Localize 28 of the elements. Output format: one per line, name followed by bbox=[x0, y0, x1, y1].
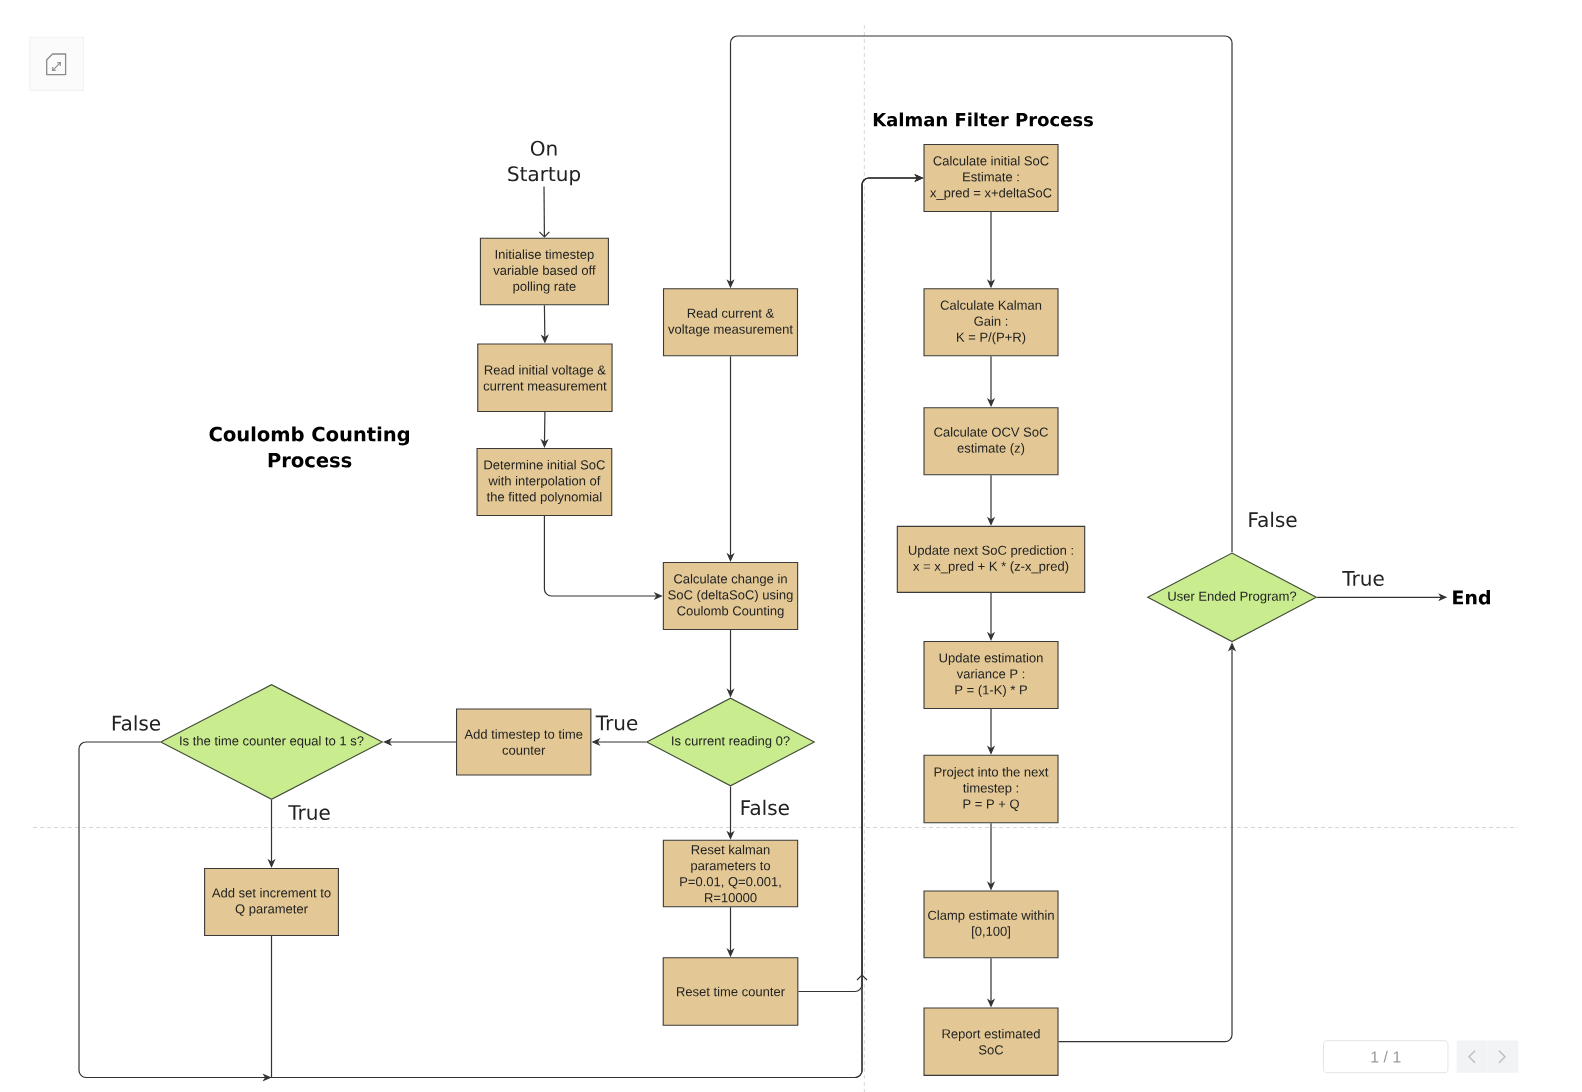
edge-label: False bbox=[1246, 510, 1299, 529]
end-label: End bbox=[1453, 589, 1490, 605]
section-title: Coulomb Counting Process bbox=[209, 426, 409, 468]
start-label: On Startup bbox=[508, 140, 581, 186]
process-box: Report estimated SoC bbox=[923, 1007, 1059, 1076]
edge-label: False bbox=[738, 798, 791, 817]
process-box: Calculate OCV SoC estimate (z) bbox=[923, 407, 1059, 476]
page-counter: 1 / 1 bbox=[1323, 1040, 1449, 1074]
process-box: Update estimation variance P : P = (1-K) * P bbox=[923, 640, 1059, 710]
process-box: Add set increment to Q parameter bbox=[204, 867, 339, 937]
edge-label: True bbox=[287, 804, 332, 821]
process-box: Add timestep to time counter bbox=[456, 708, 592, 776]
process-box: Calculate change in SoC (deltaSoC) using Coulomb Counting bbox=[662, 561, 799, 631]
process-box: Read current & voltage measurement bbox=[662, 288, 799, 357]
process-box: Clamp estimate within [0,100] bbox=[923, 890, 1059, 959]
process-box: Determine initial SoC with interpolation of the fitted polynomial bbox=[476, 447, 613, 517]
process-box: Initialise timestep variable based off polling rate bbox=[479, 237, 609, 306]
process-box: Update next SoC prediction : x = x_pred + K * (z-x_pred) bbox=[896, 525, 1086, 593]
section-title: Kalman Filter Process bbox=[873, 112, 1093, 127]
process-box: Project into the next timestep : P = P + Q bbox=[923, 754, 1059, 824]
process-box: Calculate Kalman Gain : K = P/(P+R) bbox=[923, 288, 1059, 357]
edge-label: True bbox=[594, 714, 640, 732]
process-box: Read initial voltage & current measurement bbox=[477, 343, 613, 413]
process-box: Reset time counter bbox=[662, 957, 799, 1026]
edge-label: True bbox=[1341, 570, 1386, 587]
arrow bbox=[538, 185, 550, 238]
process-box: Reset kalman parameters to P=0.01, Q=0.001, R=10000 bbox=[662, 839, 799, 908]
process-box: Calculate initial SoC Estimate : x_pred = x+deltaSoC bbox=[923, 143, 1059, 213]
